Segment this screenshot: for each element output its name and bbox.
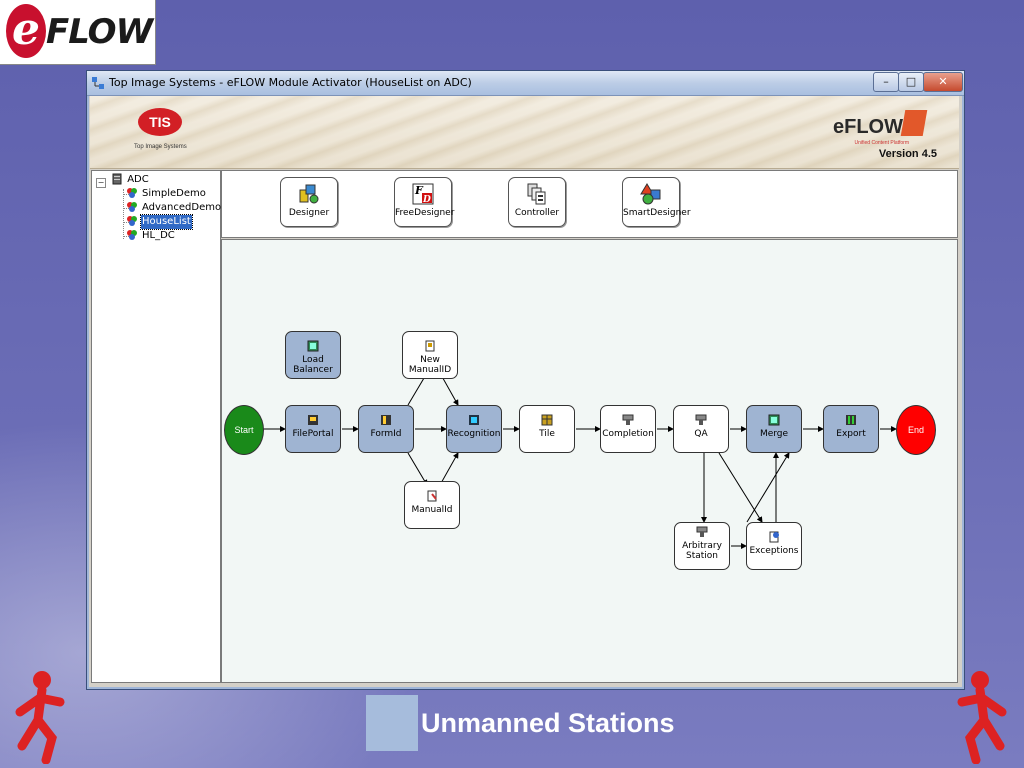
project-icon: [127, 230, 137, 240]
free-designer-icon: F D: [412, 183, 434, 205]
smart-designer-icon: [640, 183, 661, 205]
tree-item-simpledemo[interactable]: SimpleDemo: [126, 187, 207, 201]
tis-logo: TIS: [138, 108, 182, 136]
server-icon: [112, 173, 122, 185]
tree-connector: [123, 208, 131, 209]
station-icon: [695, 414, 707, 425]
app-icon: [92, 77, 104, 89]
project-tree[interactable]: − ADC SimpleDemo AdvancedDemo HouseList …: [91, 170, 221, 683]
maximize-button[interactable]: □: [898, 72, 924, 92]
slide-caption: Unmanned Stations: [421, 708, 675, 738]
running-figure-left: [15, 671, 65, 764]
node-qa[interactable]: QA: [673, 405, 729, 453]
station-icon: [622, 414, 634, 425]
eflow-product-name: eFLOW: [833, 116, 903, 138]
eflow-logo: e FLOW: [0, 0, 156, 65]
station-icon: [769, 531, 779, 543]
collapse-icon[interactable]: −: [96, 178, 106, 188]
tis-subtitle: Top Image Systems: [134, 144, 187, 150]
tree-connector: [123, 222, 131, 223]
node-load-balancer[interactable]: Load Balancer: [285, 331, 341, 379]
tree-item-adc[interactable]: − ADC: [92, 173, 150, 188]
tree-item-hl-dc[interactable]: HL_DC: [126, 229, 176, 243]
node-export[interactable]: Export: [823, 405, 879, 453]
eflow4-badge-icon: [900, 110, 928, 136]
version-label: Version 4.5: [878, 148, 937, 160]
minimize-button[interactable]: –: [873, 72, 899, 92]
module-activator-window: Top Image Systems - eFLOW Module Activat…: [86, 70, 965, 690]
node-new-manual-id[interactable]: New ManualID: [402, 331, 458, 379]
svg-text:F: F: [414, 184, 424, 197]
station-icon: [768, 414, 780, 426]
node-merge[interactable]: Merge: [746, 405, 802, 453]
end-node[interactable]: End: [896, 405, 936, 455]
tree-connector: [123, 189, 124, 239]
title-bar[interactable]: Top Image Systems - eFLOW Module Activat…: [87, 71, 964, 96]
eflow-logo-text: FLOW: [46, 12, 153, 52]
project-icon: [127, 202, 137, 212]
node-form-id[interactable]: FormId: [358, 405, 414, 453]
station-icon: [427, 490, 437, 502]
eflow-product-subtitle: Unified Content Platform: [854, 140, 909, 146]
station-icon: [425, 340, 435, 352]
station-icon: [696, 526, 708, 537]
station-icon: [846, 415, 856, 425]
start-node[interactable]: Start: [224, 405, 264, 455]
svg-text:D: D: [422, 195, 431, 205]
workflow-canvas: Start Load Balancer FilePortal FormId Ne…: [221, 239, 958, 683]
module-toolbar: Designer F D FreeDesigner Controller Sma…: [221, 170, 958, 238]
tree-item-advanceddemo[interactable]: AdvancedDemo: [126, 201, 222, 215]
station-icon: [307, 340, 319, 352]
node-recognition[interactable]: Recognition: [446, 405, 502, 453]
designer-button[interactable]: Designer: [280, 177, 338, 227]
project-icon: [127, 216, 137, 226]
node-file-portal[interactable]: FilePortal: [285, 405, 341, 453]
close-button[interactable]: ✕: [923, 72, 963, 92]
smart-designer-button[interactable]: SmartDesigner: [622, 177, 691, 227]
controller-icon: [527, 183, 546, 205]
tree-connector: [123, 236, 131, 237]
tree-item-label: HL_DC: [142, 230, 175, 241]
controller-button[interactable]: Controller: [508, 177, 566, 227]
tree-item-label: SimpleDemo: [142, 188, 206, 199]
tree-item-label: ADC: [127, 174, 149, 185]
node-tile[interactable]: Tile: [519, 405, 575, 453]
tree-item-label: AdvancedDemo: [142, 202, 222, 213]
tree-item-houselist[interactable]: HouseList: [126, 214, 193, 230]
station-icon: [469, 415, 479, 425]
project-icon: [127, 188, 137, 198]
header-banner: TIS Top Image Systems eFLOW Unified Cont…: [90, 96, 959, 169]
station-icon: [381, 415, 391, 425]
tree-item-label-selected: HouseList: [140, 214, 193, 230]
free-designer-button[interactable]: F D FreeDesigner: [394, 177, 454, 227]
tree-connector: [123, 194, 131, 195]
station-icon: [541, 414, 553, 426]
node-manual-id[interactable]: ManualId: [404, 481, 460, 529]
node-exceptions[interactable]: Exceptions: [746, 522, 802, 570]
designer-icon: [299, 184, 319, 204]
running-figure-right: [957, 671, 1007, 764]
window-title: Top Image Systems - eFLOW Module Activat…: [109, 76, 472, 89]
node-arbitrary-station[interactable]: Arbitrary Station: [674, 522, 730, 570]
eflow-logo-e: e: [6, 4, 46, 58]
node-completion[interactable]: Completion: [600, 405, 656, 453]
workflow-edges: [263, 372, 897, 549]
station-icon: [308, 415, 318, 425]
caption-square: [366, 695, 418, 751]
